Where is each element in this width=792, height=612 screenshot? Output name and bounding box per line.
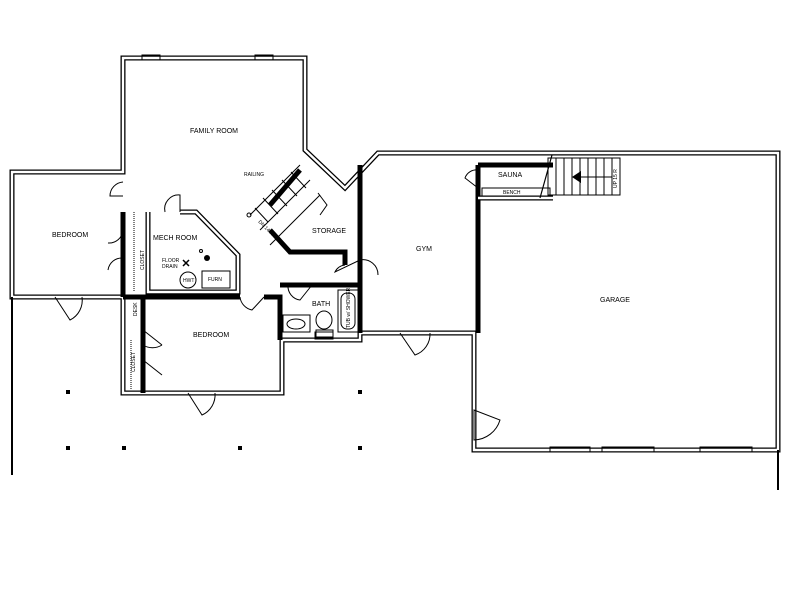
mech-room-label: MECH ROOM <box>153 235 198 242</box>
stairs-up-label: UP 15 R <box>613 169 619 188</box>
gym-label: GYM <box>416 246 432 253</box>
walls <box>9 55 781 490</box>
bedroom-bottom-label: BEDROOM <box>193 332 229 339</box>
posts <box>66 390 362 450</box>
desk-label: DESK <box>133 302 139 316</box>
storage-label: STORAGE <box>312 228 346 235</box>
furn-label: FURN <box>208 277 222 283</box>
closet-bottom-label: CLOSET <box>131 352 137 372</box>
floor-drain-label-2: DRAIN <box>162 264 178 270</box>
bench-label: BENCH <box>503 190 521 196</box>
hwt-label: HWT <box>183 278 194 284</box>
fixtures <box>179 187 551 338</box>
tub-label: TUB w/ SHOWER <box>346 287 352 328</box>
bath-label: BATH <box>312 301 330 308</box>
railing-label: RAILING <box>244 172 264 178</box>
doors <box>54 169 501 441</box>
stairs-down-label: DN 14 R <box>257 219 275 237</box>
stairs-down <box>246 164 328 246</box>
closets <box>130 212 135 390</box>
closet-left-label: CLOSET <box>140 250 146 270</box>
sauna-label: SAUNA <box>498 172 522 179</box>
labels: FAMILY ROOM BEDROOM MECH ROOM STORAGE GY… <box>52 128 630 372</box>
stairs-up <box>547 157 621 196</box>
family-room-label: FAMILY ROOM <box>190 128 238 135</box>
garage-label: GARAGE <box>600 297 630 304</box>
bedroom-left-label: BEDROOM <box>52 232 88 239</box>
floor-drain-label-1: FLOOR <box>162 258 180 264</box>
